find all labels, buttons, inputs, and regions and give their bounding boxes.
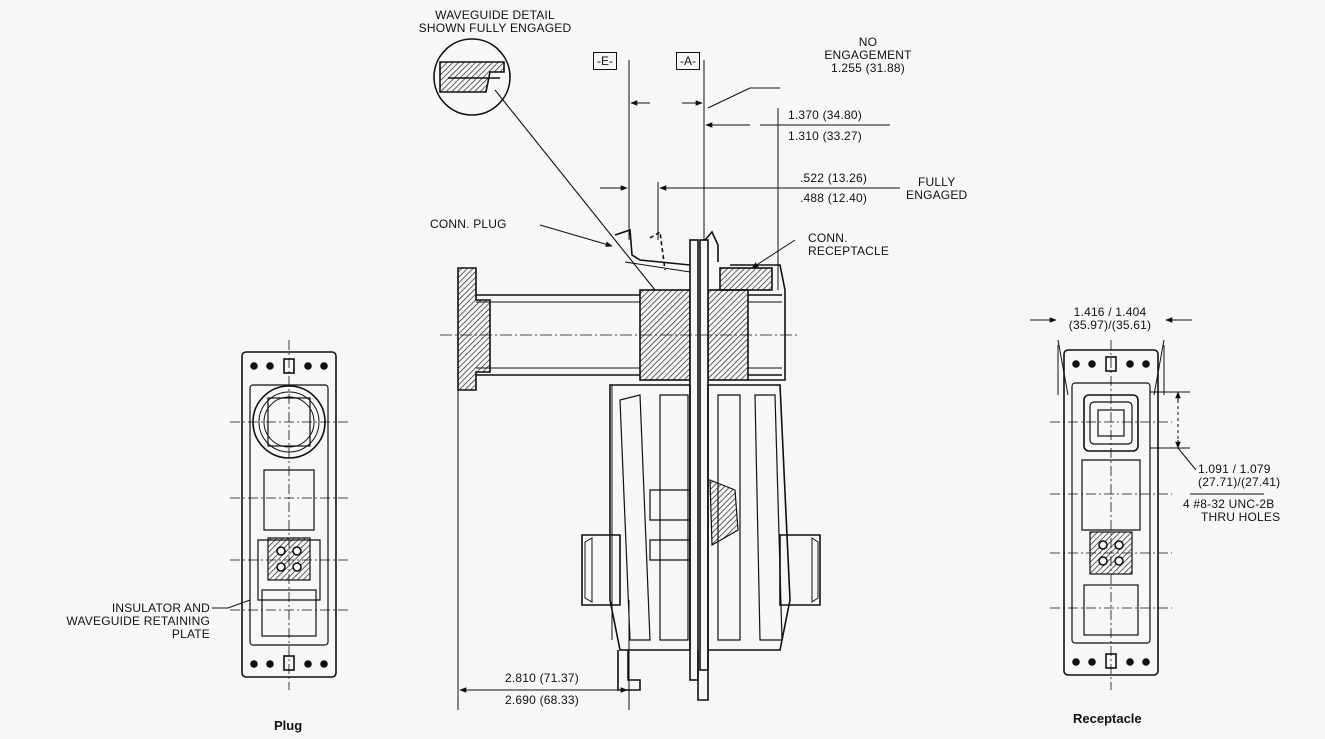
caption-plug: Plug <box>274 718 303 733</box>
dim-1091-label: 1.091 / 1.079 (27.71)/(27.41) <box>1198 463 1280 489</box>
dim-1416-label: 1.416 / 1.404 (35.97)/(35.61) <box>1040 306 1180 332</box>
waveguide-detail-label: WAVEGUIDE DETAIL SHOWN FULLY ENGAGED <box>410 9 580 35</box>
fully-engaged-label: FULLY ENGAGED <box>906 176 967 202</box>
holes-line2: THRU HOLES <box>1201 510 1281 524</box>
dim-2810: 2.810 (71.37) <box>505 671 579 685</box>
dim-1416-line2: (35.97)/(35.61) <box>1068 318 1152 332</box>
plug-front-view <box>212 340 348 690</box>
insulator-line3: PLATE <box>171 627 210 641</box>
dim-1310: 1.310 (33.27) <box>788 129 862 143</box>
waveguide-detail-line1: WAVEGUIDE DETAIL <box>435 8 555 22</box>
caption-receptacle: Receptacle <box>1073 711 1142 726</box>
holes-label: 4 #8-32 UNC-2B THRU HOLES <box>1183 498 1280 524</box>
datum-a-tag: -A- <box>676 52 700 70</box>
insulator-label: INSULATOR AND WAVEGUIDE RETAINING PLATE <box>30 602 210 641</box>
waveguide-detail-line2: SHOWN FULLY ENGAGED <box>418 21 572 35</box>
no-engagement-line1: NO <box>858 35 878 49</box>
datum-e-tag: -E- <box>593 52 617 70</box>
dim-488: .488 (12.40) <box>800 191 868 205</box>
no-engagement-label: NO ENGAGEMENT 1.255 (31.88) <box>808 36 928 75</box>
fully-line2: ENGAGED <box>906 188 968 202</box>
conn-receptacle-label: CONN. RECEPTACLE <box>808 232 889 258</box>
dim-1370: 1.370 (34.80) <box>788 108 862 122</box>
conn-receptacle-line2: RECEPTACLE <box>808 244 890 258</box>
conn-plug-label: CONN. PLUG <box>430 217 507 231</box>
dim-1091-line1: 1.091 / 1.079 <box>1198 462 1271 476</box>
insulator-line1: INSULATOR AND <box>111 601 210 615</box>
no-engagement-dim: 1.255 (31.88) <box>831 61 905 75</box>
dim-522: .522 (13.26) <box>800 171 868 185</box>
dim-2690: 2.690 (68.33) <box>505 693 579 707</box>
dimension-lines <box>457 60 900 710</box>
insulator-line2: WAVEGUIDE RETAINING <box>66 614 210 628</box>
receptacle-front-view <box>1030 317 1264 690</box>
waveguide-detail-circle <box>433 38 656 291</box>
section-view <box>440 228 821 701</box>
dim-1091-line2: (27.71)/(27.41) <box>1198 475 1281 489</box>
conn-receptacle-line1: CONN. <box>808 231 848 245</box>
holes-line1: 4 #8-32 UNC-2B <box>1183 497 1275 511</box>
fully-line1: FULLY <box>918 175 956 189</box>
dim-1416-line1: 1.416 / 1.404 <box>1073 305 1147 319</box>
no-engagement-line2: ENGAGEMENT <box>824 48 912 62</box>
